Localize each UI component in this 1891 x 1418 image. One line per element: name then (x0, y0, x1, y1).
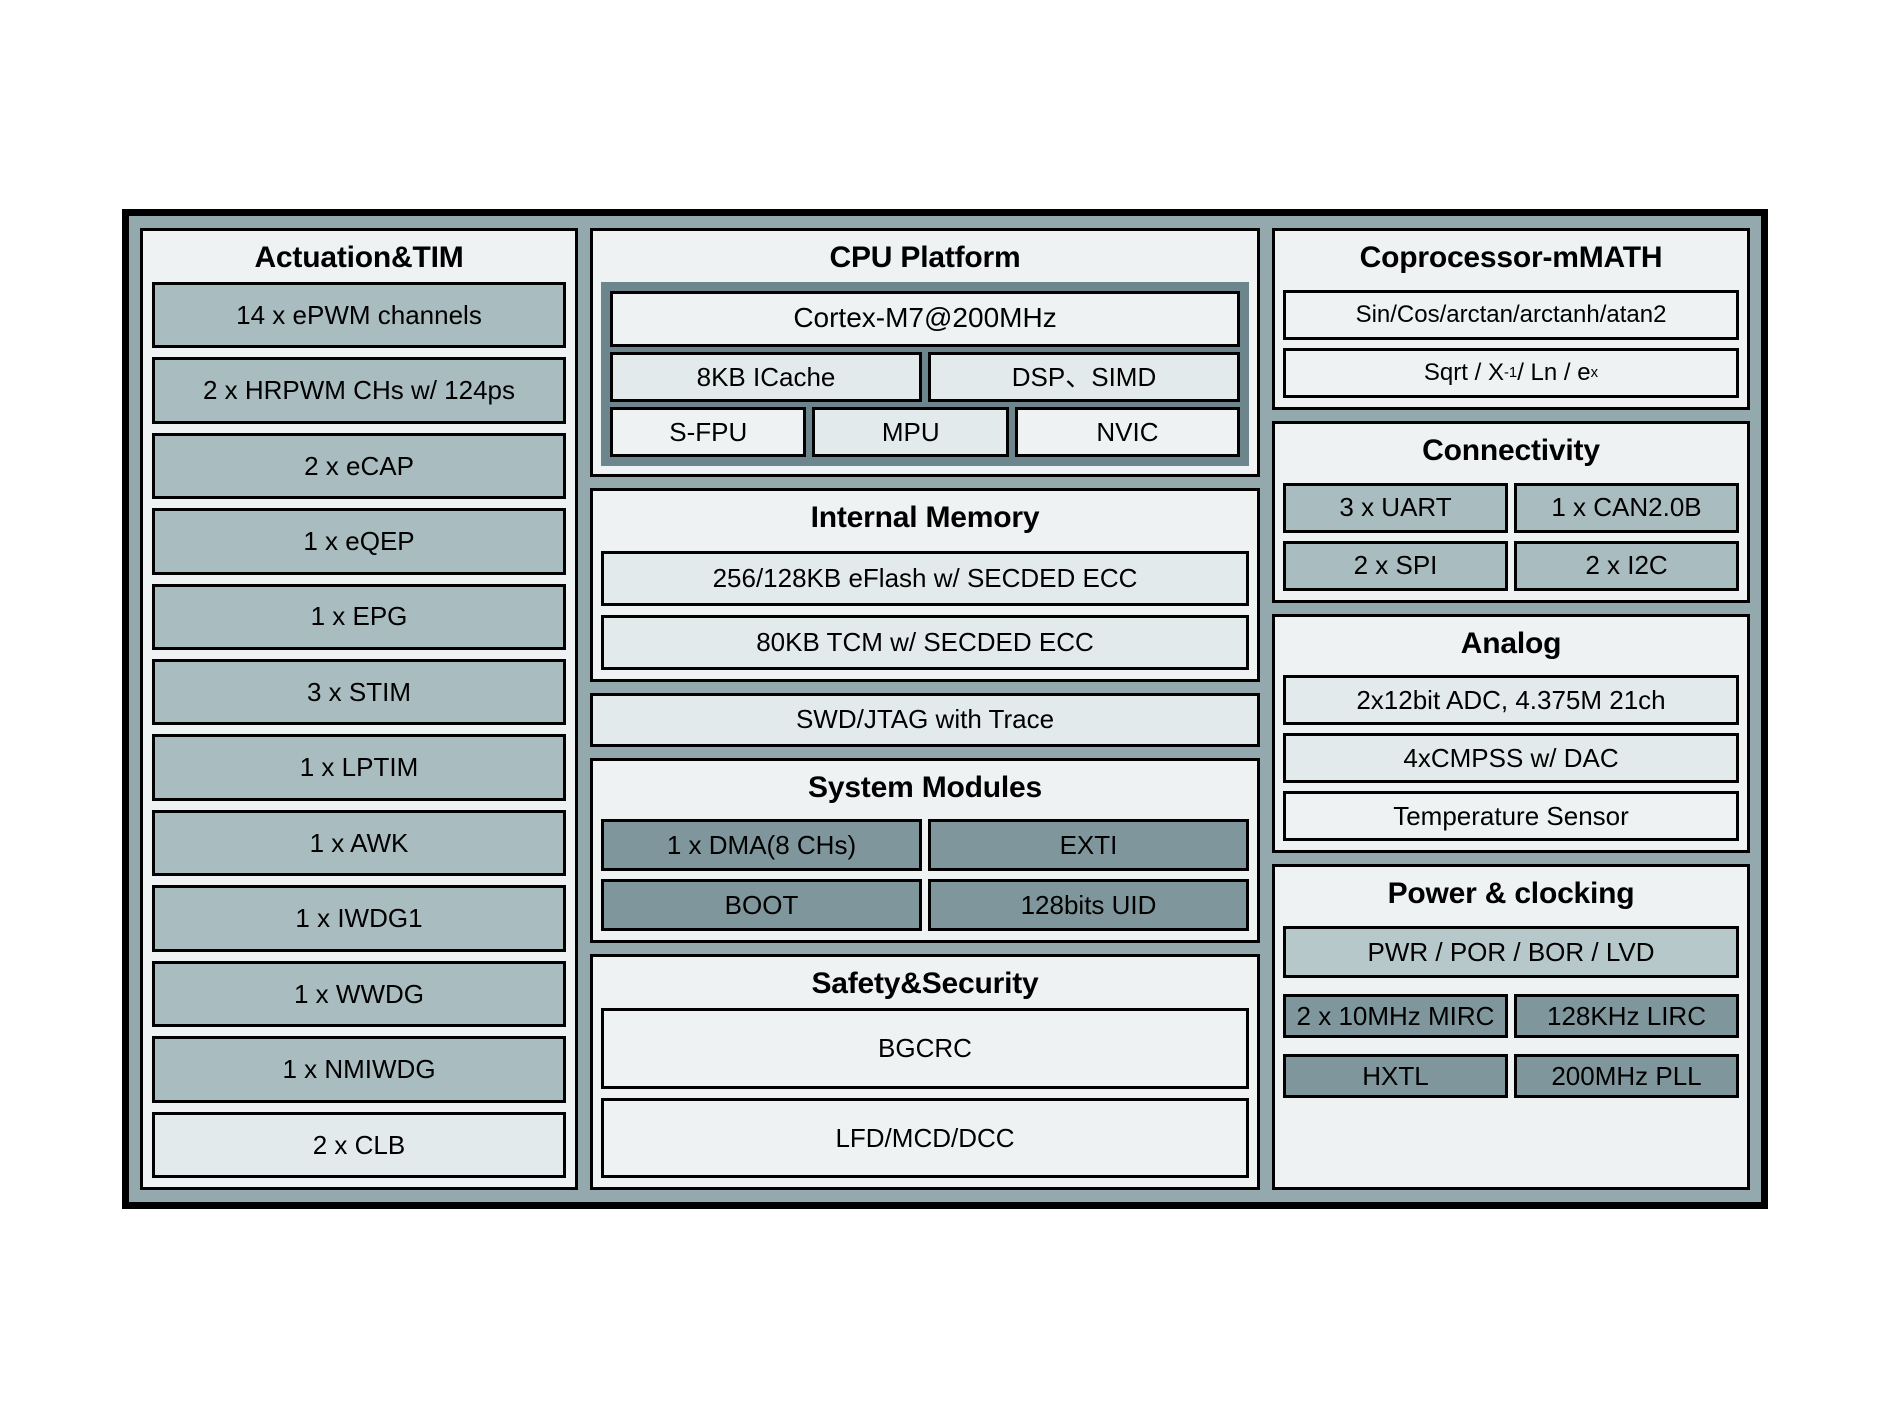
block-wwdg: 1 x WWDG (152, 960, 566, 1028)
block-cortex-m7: Cortex-M7@200MHz (610, 290, 1240, 347)
block-swd-jtag-trace: SWD/JTAG with Trace (590, 692, 1260, 747)
block-s-fpu: S-FPU (610, 406, 807, 457)
block-bgcrc: BGCRC (601, 1008, 1249, 1089)
block-eqep: 1 x eQEP (152, 508, 566, 575)
system-modules-row-1: 1 x DMA(8 CHs) EXTI (601, 819, 1249, 872)
group-title-power-clocking: Power & clocking (1387, 877, 1635, 911)
block-mpu: MPU (812, 406, 1009, 457)
group-title-connectivity: Connectivity (1422, 433, 1600, 467)
cpu-core-cluster: Cortex-M7@200MHz 8KB ICache DSP、SIMD S-F… (601, 281, 1249, 466)
power-clocking-row-2: HXTL 200MHz PLL (1283, 1046, 1739, 1099)
block-pwr-por-bor-lvd: PWR / POR / BOR / LVD (1283, 926, 1739, 979)
group-cpu-platform: CPU Platform Cortex-M7@200MHz 8KB ICache… (590, 228, 1260, 477)
block-boot: BOOT (601, 879, 922, 932)
block-ecap: 2 x eCAP (152, 432, 566, 500)
block-tcm: 80KB TCM w/ SECDED ECC (601, 614, 1249, 670)
block-can: 1 x CAN2.0B (1514, 482, 1739, 533)
group-analog: Analog 2x12bit ADC, 4.375M 21ch 4xCMPSS … (1272, 613, 1750, 854)
group-actuation-tim: Actuation&TIM 14 x ePWM channels 2 x HRP… (140, 228, 578, 1190)
block-hrpwm-channels: 2 x HRPWM CHs w/ 124ps (152, 357, 566, 424)
block-lptim: 1 x LPTIM (152, 734, 566, 801)
group-power-clocking: Power & clocking PWR / POR / BOR / LVD 2… (1272, 864, 1750, 1190)
block-trig-functions: Sin/Cos/arctan/arctanh/atan2 (1283, 289, 1739, 340)
chip-block-diagram-frame: Actuation&TIM 14 x ePWM channels 2 x HRP… (122, 209, 1768, 1209)
safety-item-list: BGCRC LFD/MCD/DCC (601, 1008, 1249, 1178)
block-uart: 3 x UART (1283, 482, 1508, 533)
block-adc: 2x12bit ADC, 4.375M 21ch (1283, 675, 1739, 726)
group-title-cpu-platform: CPU Platform (829, 241, 1021, 274)
connectivity-row-1: 3 x UART 1 x CAN2.0B (1283, 482, 1739, 533)
group-title-internal-memory: Internal Memory (810, 500, 1040, 534)
block-dma: 1 x DMA(8 CHs) (601, 819, 922, 872)
block-epg: 1 x EPG (152, 583, 566, 650)
group-title-actuation-tim: Actuation&TIM (254, 241, 464, 274)
group-system-modules: System Modules 1 x DMA(8 CHs) EXTI BOOT … (590, 757, 1260, 944)
group-coprocessor-mmath: Coprocessor-mMATH Sin/Cos/arctan/arctanh… (1272, 228, 1750, 410)
block-pll: 200MHz PLL (1514, 1054, 1739, 1099)
block-hxtl: HXTL (1283, 1054, 1508, 1099)
block-iwdg1: 1 x IWDG1 (152, 885, 566, 952)
block-clb: 2 x CLB (152, 1111, 566, 1179)
block-eflash: 256/128KB eFlash w/ SECDED ECC (601, 550, 1249, 606)
block-lfd-mcd-dcc: LFD/MCD/DCC (601, 1097, 1249, 1178)
group-connectivity: Connectivity 3 x UART 1 x CAN2.0B 2 x SP… (1272, 420, 1750, 603)
block-epwm-channels: 14 x ePWM channels (152, 281, 566, 349)
system-modules-row-2: BOOT 128bits UID (601, 879, 1249, 932)
block-awk: 1 x AWK (152, 809, 566, 877)
cpu-row-cache-dsp: 8KB ICache DSP、SIMD (610, 351, 1240, 402)
block-stim: 3 x STIM (152, 658, 566, 726)
group-title-coprocessor-mmath: Coprocessor-mMATH (1359, 241, 1663, 274)
block-cmpss-dac: 4xCMPSS w/ DAC (1283, 733, 1739, 784)
power-clocking-row-1: 2 x 10MHz MIRC 128KHz LIRC (1283, 986, 1739, 1039)
group-internal-memory: Internal Memory 256/128KB eFlash w/ SECD… (590, 487, 1260, 682)
block-i2c: 2 x I2C (1514, 540, 1739, 591)
actuation-item-list: 14 x ePWM channels 2 x HRPWM CHs w/ 124p… (152, 281, 566, 1179)
block-lirc: 128KHz LIRC (1514, 994, 1739, 1039)
group-title-safety-security: Safety&Security (811, 967, 1039, 1001)
group-title-system-modules: System Modules (808, 770, 1042, 804)
block-nmiwdg: 1 x NMIWDG (152, 1036, 566, 1103)
group-safety-security: Safety&Security BGCRC LFD/MCD/DCC (590, 954, 1260, 1190)
block-icache: 8KB ICache (610, 351, 922, 402)
cpu-row-fpu-mpu-nvic: S-FPU MPU NVIC (610, 406, 1240, 457)
middle-column: CPU Platform Cortex-M7@200MHz 8KB ICache… (590, 228, 1260, 1190)
block-nvic: NVIC (1014, 406, 1240, 457)
block-exti: EXTI (928, 819, 1249, 872)
block-uid: 128bits UID (928, 879, 1249, 932)
block-temperature-sensor: Temperature Sensor (1283, 791, 1739, 842)
block-spi: 2 x SPI (1283, 540, 1508, 591)
group-title-analog: Analog (1460, 626, 1562, 660)
connectivity-row-2: 2 x SPI 2 x I2C (1283, 540, 1739, 591)
right-column: Coprocessor-mMATH Sin/Cos/arctan/arctanh… (1272, 228, 1750, 1190)
left-column: Actuation&TIM 14 x ePWM channels 2 x HRP… (140, 228, 578, 1190)
block-dsp-simd: DSP、SIMD (928, 351, 1240, 402)
block-mirc: 2 x 10MHz MIRC (1283, 994, 1508, 1039)
